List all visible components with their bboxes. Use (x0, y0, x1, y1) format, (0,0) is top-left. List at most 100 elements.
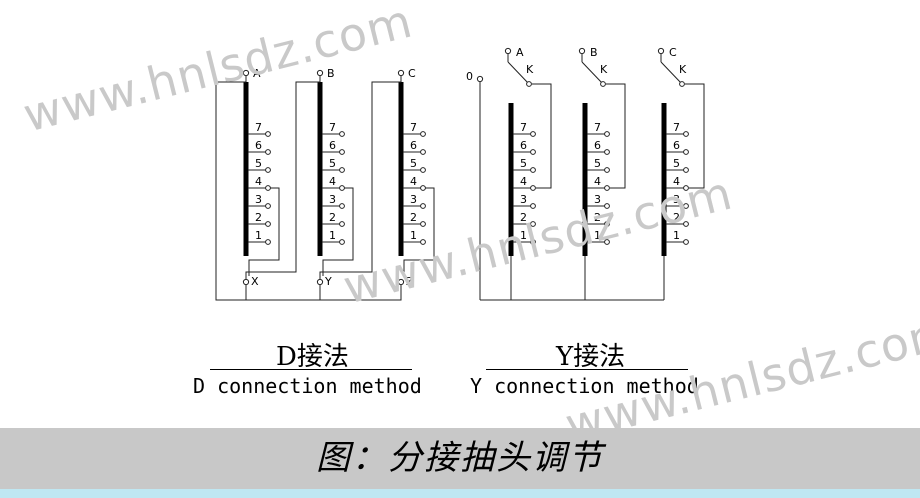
d-a-tap-number-4: 4 (255, 175, 262, 188)
d-c-tap-number-3: 3 (410, 193, 417, 206)
y-a-winding-bar (508, 103, 514, 256)
d-c-tap-terminal-4 (420, 185, 426, 191)
y-b-tap-terminal-2 (604, 221, 610, 227)
y-b-k-label: K (600, 63, 608, 76)
y-b-k-to-tap-wire (606, 83, 626, 189)
d-b-tap-number-3: 3 (329, 193, 336, 206)
d-c-tap-jumper (403, 187, 435, 276)
y-c-tap-terminal-3 (683, 203, 689, 209)
y-c-tap-terminal-5 (683, 167, 689, 173)
d-b-tap-number-1: 1 (329, 229, 336, 242)
y-c-tap-terminal-1 (683, 239, 689, 245)
y-a-phase-label: A (516, 46, 524, 59)
caption-text: 图：分接抽头调节 (316, 438, 604, 478)
y-c-tap-number-2: 2 (673, 211, 680, 224)
d-b-tap-jumper (322, 187, 354, 276)
y-b-tap-number-1: 1 (594, 229, 601, 242)
d-a-tap-number-3: 3 (255, 193, 262, 206)
y-a-tap-terminal-2 (530, 221, 536, 227)
d-c-tap-number-4: 4 (410, 175, 417, 188)
d-b-tap-terminal-5 (339, 167, 345, 173)
d-b-tap-number-5: 5 (329, 157, 336, 170)
d-c-end-label: Z (406, 275, 414, 288)
d-title-en: D connection method (193, 374, 422, 398)
y-c-tap-number-5: 5 (673, 157, 680, 170)
d-a-end-terminal (242, 278, 250, 286)
y-c-k-to-tap-wire (685, 83, 705, 189)
y-c-tap-terminal-4 (683, 185, 689, 191)
d-a-phase-label: A (253, 67, 261, 80)
y-a-tap-number-6: 6 (520, 139, 527, 152)
y-a-tap-number-1: 1 (520, 229, 527, 242)
d-title-cn: D接法 (276, 342, 349, 372)
y-c-tap-terminal-2 (683, 221, 689, 227)
tap-diagram: 7654321AX7654321BY7654321CZ7654321AK7654… (215, 46, 705, 301)
d-a-tap-number-2: 2 (255, 211, 262, 224)
d-c-tap-number-7: 7 (410, 121, 417, 134)
y-a-tap-number-2: 2 (520, 211, 527, 224)
d-c-tap-number-2: 2 (410, 211, 417, 224)
y-c-top-terminal (657, 47, 665, 55)
y-a-tap-terminal-3 (530, 203, 536, 209)
y-title-en: Y connection method (470, 374, 699, 398)
d-c-tap-terminal-3 (420, 203, 426, 209)
y-a-top-terminal (504, 47, 512, 55)
d-b-tap-terminal-4 (339, 185, 345, 191)
y-neutral-terminal (476, 75, 484, 83)
d-b-tap-number-7: 7 (329, 121, 336, 134)
y-a-k-to-tap-wire (532, 83, 552, 189)
y-b-tap-number-6: 6 (594, 139, 601, 152)
d-a-tap-number-1: 1 (255, 229, 262, 242)
d-a-end-label: X (251, 275, 259, 288)
y-a-tap-terminal-6 (530, 149, 536, 155)
d-c-tap-terminal-6 (420, 149, 426, 155)
y-c-tap-number-6: 6 (673, 139, 680, 152)
y-a-tap-terminal-5 (530, 167, 536, 173)
y-b-top-terminal (578, 47, 586, 55)
y-b-tap-number-2: 2 (594, 211, 601, 224)
y-c-tap-number-7: 7 (673, 121, 680, 134)
y-c-k-label: K (679, 63, 687, 76)
d-a-top-terminal (242, 69, 250, 77)
y-c-tap-terminal-7 (683, 131, 689, 137)
d-a-tap-terminal-1 (265, 239, 271, 245)
y-b-tap-terminal-3 (604, 203, 610, 209)
d-b-tap-terminal-7 (339, 131, 345, 137)
d-b-tap-number-4: 4 (329, 175, 336, 188)
y-b-tap-terminal-7 (604, 131, 610, 137)
y-a-tap-terminal-7 (530, 131, 536, 137)
d-b-to-x-wire (245, 81, 320, 279)
d-c-end-terminal (397, 278, 405, 286)
d-a-winding-bar (243, 82, 249, 256)
y-b-tap-number-3: 3 (594, 193, 601, 206)
y-b-tap-number-5: 5 (594, 157, 601, 170)
d-a-tap-number-7: 7 (255, 121, 262, 134)
d-b-tap-terminal-6 (339, 149, 345, 155)
d-b-tap-number-6: 6 (329, 139, 336, 152)
d-c-to-y-wire (319, 81, 401, 279)
d-a-tap-jumper (248, 187, 280, 276)
y-a-tap-number-4: 4 (520, 175, 527, 188)
y-b-tap-number-4: 4 (594, 175, 601, 188)
y-a-tap-number-5: 5 (520, 157, 527, 170)
y-title-cn: Y接法 (556, 342, 626, 372)
d-c-tap-terminal-5 (420, 167, 426, 173)
d-b-end-label: Y (324, 275, 332, 288)
d-c-tap-number-1: 1 (410, 229, 417, 242)
y-c-tap-number-1: 1 (673, 229, 680, 242)
d-c-tap-number-6: 6 (410, 139, 417, 152)
d-c-tap-terminal-7 (420, 131, 426, 137)
y-a-k-label: K (526, 63, 534, 76)
d-b-tap-terminal-3 (339, 203, 345, 209)
d-c-winding-bar (398, 82, 404, 256)
y-b-tap-number-7: 7 (594, 121, 601, 134)
y-b-tap-terminal-1 (604, 239, 610, 245)
d-c-tap-number-5: 5 (410, 157, 417, 170)
d-b-phase-label: B (327, 67, 335, 80)
y-b-k-terminal (600, 81, 606, 87)
d-b-end-terminal (316, 278, 324, 286)
caption-bar: 图：分接抽头调节 (0, 428, 920, 489)
y-b-winding-bar (582, 103, 588, 256)
d-a-tap-terminal-6 (265, 149, 271, 155)
y-a-tap-terminal-4 (530, 185, 536, 191)
